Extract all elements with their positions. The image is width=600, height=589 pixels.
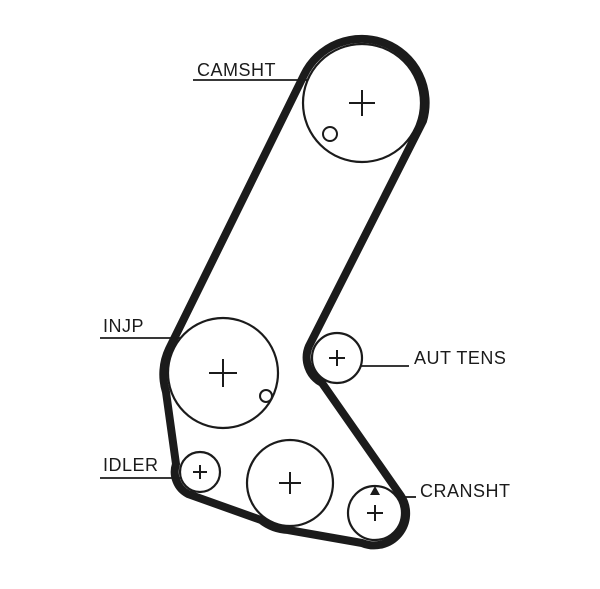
injp-label: INJP: [103, 316, 144, 336]
idler-center-cross: [193, 465, 207, 479]
aut-tens-label: AUT TENS: [414, 348, 506, 368]
crankshaft-triangle-timing-mark: [370, 486, 380, 495]
camshaft-alignment-hole: [322, 126, 338, 142]
camshaft-center-cross: [349, 90, 375, 116]
camsht-label: CAMSHT: [197, 60, 276, 80]
crankshaft-pulley: [346, 484, 404, 542]
idler-pulley: [178, 450, 222, 494]
injp-center-cross: [209, 359, 237, 387]
idler-label: IDLER: [103, 455, 159, 475]
camshaft-pulley: [301, 42, 423, 164]
cransht-label: CRANSHT: [420, 481, 511, 501]
injp-alignment-hole: [259, 389, 273, 403]
automatic-tensioner-pulley: [310, 331, 364, 385]
timing-belt-path: [159, 34, 430, 550]
cransht-center-cross: [367, 505, 383, 521]
middle-pulley: [245, 438, 335, 528]
aut-tens-center-cross: [329, 350, 345, 366]
injection-pump-pulley: [166, 316, 280, 430]
middle-pulley-center-cross: [279, 472, 301, 494]
